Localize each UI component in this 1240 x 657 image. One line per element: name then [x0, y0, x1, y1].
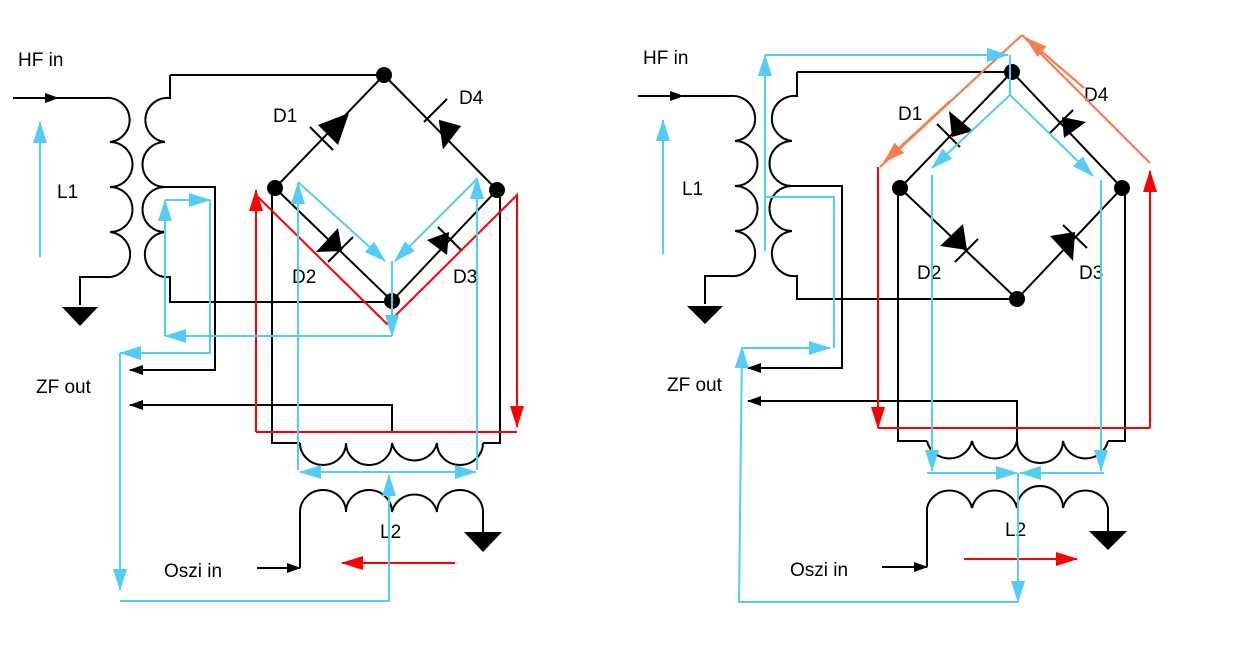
zf-out-label: ZF out: [667, 375, 723, 396]
d1-label: D1: [273, 106, 297, 127]
wire-right-vertical: [483, 190, 501, 444]
diode-icon: [1050, 224, 1088, 261]
hf-in-label: HF in: [18, 50, 63, 71]
wire-left-vertical: [271, 188, 300, 444]
junction-dot-icon: [376, 67, 392, 83]
zf-out-wire-1: [129, 186, 216, 375]
orange-current-path: [1021, 34, 1151, 164]
ground-icon: [62, 307, 98, 326]
blue-current-path: [734, 346, 1018, 603]
zf-out-label: ZF out: [36, 377, 92, 398]
blue-current-path: [120, 474, 396, 602]
blue-current-path: [119, 200, 211, 360]
ground-icon: [1089, 531, 1127, 550]
l2-label: L2: [380, 522, 401, 543]
d4-label: D4: [1084, 85, 1109, 106]
d3-label: D3: [453, 267, 477, 288]
blue-current-path: [931, 94, 1011, 169]
zf-out-wire-2: [129, 400, 393, 432]
diode-icon: [936, 111, 973, 148]
diode-icon: [309, 113, 349, 151]
d3-label: D3: [1079, 263, 1103, 284]
l1-primary-coil: [50, 96, 134, 305]
oszi-in-label: Oszi in: [790, 560, 848, 581]
l1-label: L1: [682, 179, 703, 200]
d1-label: D1: [898, 104, 922, 125]
orange-current-path: [883, 100, 951, 163]
l2-primary-coil: [299, 489, 484, 568]
ground-icon: [687, 306, 723, 324]
diode-icon: [316, 228, 354, 263]
wire-left-vertical: [897, 188, 927, 442]
junction-dot-icon: [267, 180, 283, 196]
blue-current-path: [297, 181, 386, 262]
l2-secondary-coil: [926, 440, 1109, 464]
l2-secondary-coil: [299, 442, 484, 466]
diode-icon: [423, 98, 462, 150]
d2-label: D2: [292, 267, 316, 288]
l1-label: L1: [57, 182, 78, 203]
d2-label: D2: [917, 263, 941, 284]
blue-current-path: [1009, 94, 1094, 177]
junction-dot-icon: [1114, 180, 1130, 196]
zf-out-wire-2: [747, 396, 1018, 441]
blue-current-path: [394, 178, 478, 262]
junction-dot-icon: [489, 182, 505, 198]
junction-dot-icon: [892, 180, 908, 196]
l1-secondary-coil: [141, 75, 392, 303]
wire-right-vertical: [1108, 188, 1126, 442]
l2-label: L2: [1005, 520, 1026, 541]
hf-in-label: HF in: [643, 48, 688, 69]
d4-label: D4: [459, 88, 484, 109]
zf-out-wire-1: [747, 185, 843, 373]
right-circuit: HF in L1 ZF out D1 D: [638, 34, 1157, 603]
oszi-in-label: Oszi in: [164, 561, 222, 582]
l1-primary-coil: [675, 94, 759, 304]
red-current-path: [255, 192, 524, 428]
diode-icon: [1049, 109, 1086, 138]
diode-icon: [427, 226, 462, 255]
diode-icon: [940, 224, 979, 263]
junction-dot-icon: [1004, 64, 1020, 80]
left-circuit: HF in L1 ZF out: [13, 50, 524, 602]
ground-icon: [464, 532, 502, 552]
junction-dot-icon: [1009, 291, 1025, 307]
orange-current-path: [1025, 37, 1085, 89]
blue-current-path: [765, 196, 835, 348]
